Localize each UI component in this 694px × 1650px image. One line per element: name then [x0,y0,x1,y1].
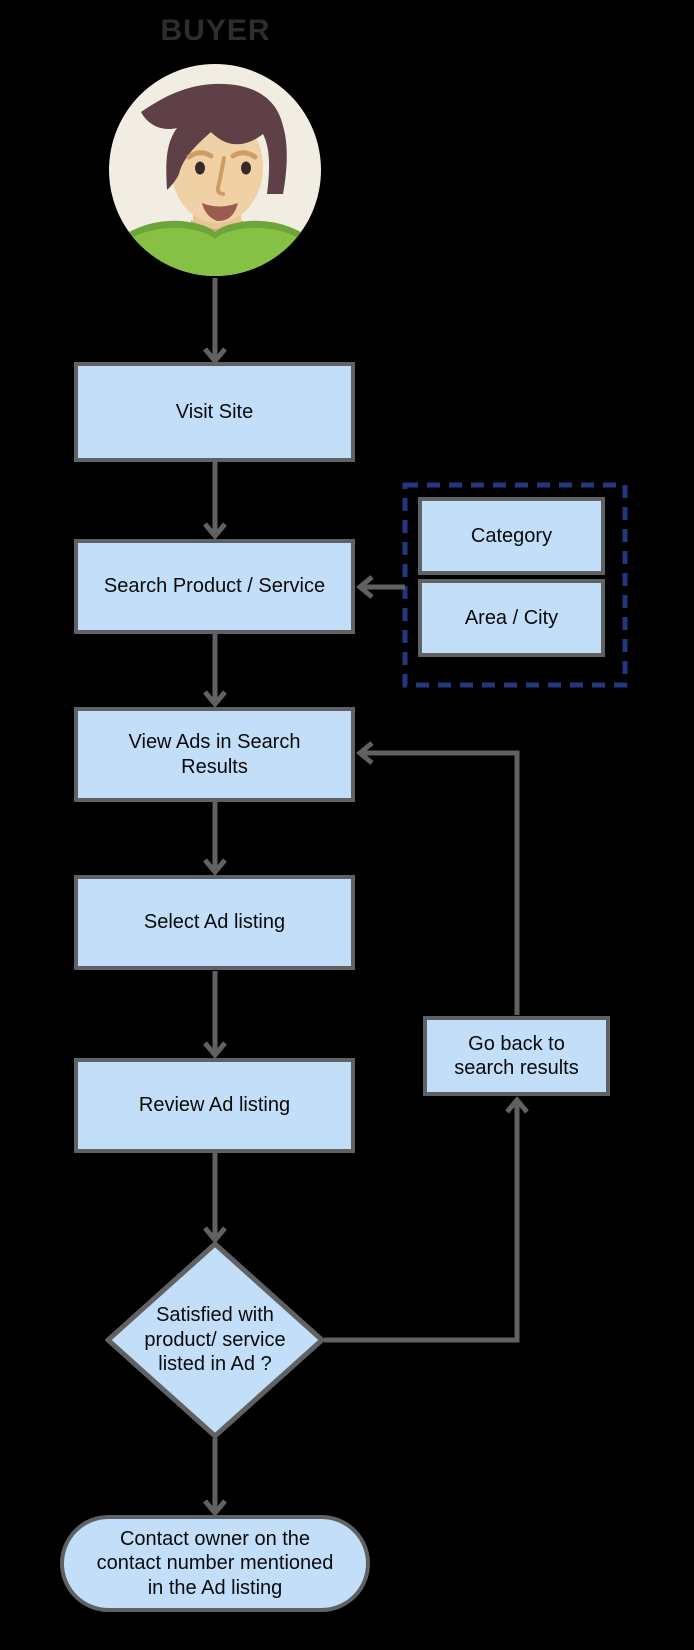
edge-goback-to-viewads [356,741,520,1015]
node-decision-label: Satisfied with product/ service listed i… [144,1304,286,1376]
node-review-ad: Review Ad listing [74,1058,355,1153]
buyer-avatar [107,62,323,278]
node-review-ad-label: Review Ad listing [138,1094,291,1117]
decision-diamond-shape [105,1241,325,1439]
page-title: BUYER [160,14,271,47]
edge-inputs-to-search [356,575,405,599]
node-visit-site-label: Visit Site [175,400,254,423]
avatar-right-eye [241,161,251,175]
avatar-nose [215,156,226,196]
node-decision: Satisfied with product/ service listed i… [105,1241,325,1439]
node-area-city-label: Area / City [464,606,559,629]
avatar-left-eyebrow [186,150,214,160]
edge-decision-to-contact [203,1438,227,1517]
node-go-back-label: Go back to search results [454,1032,579,1079]
avatar-left-eye [195,161,205,175]
node-contact-owner: Contact owner on the contact number ment… [60,1515,370,1612]
node-go-back: Go back to search results [423,1016,610,1096]
node-select-ad-label: Select Ad listing [143,911,286,934]
node-search-label: Search Product / Service [103,575,326,598]
avatar-hair [141,83,287,194]
node-view-ads-label: View Ads in Search Results [128,731,301,778]
edge-visit-to-search [203,462,227,540]
edge-search-to-viewads [203,634,227,708]
node-category: Category [418,497,605,575]
avatar-mouth [202,203,238,222]
edge-review-to-decision [203,1153,227,1244]
node-area-city: Area / City [418,579,605,657]
node-view-ads: View Ads in Search Results [74,707,355,802]
edge-viewads-to-select [203,802,227,876]
buyer-avatar-illustration [109,64,321,276]
avatar-right-eyebrow [230,150,258,160]
node-search-product-service: Search Product / Service [74,539,355,634]
node-contact-owner-label: Contact owner on the contact number ment… [96,1527,334,1599]
node-visit-site: Visit Site [74,362,355,462]
search-inputs-group: Category Area / City [405,485,625,685]
node-category-label: Category [470,524,553,547]
edge-buyer-to-visit [203,278,227,365]
edge-select-to-review [203,971,227,1059]
node-select-ad: Select Ad listing [74,875,355,970]
